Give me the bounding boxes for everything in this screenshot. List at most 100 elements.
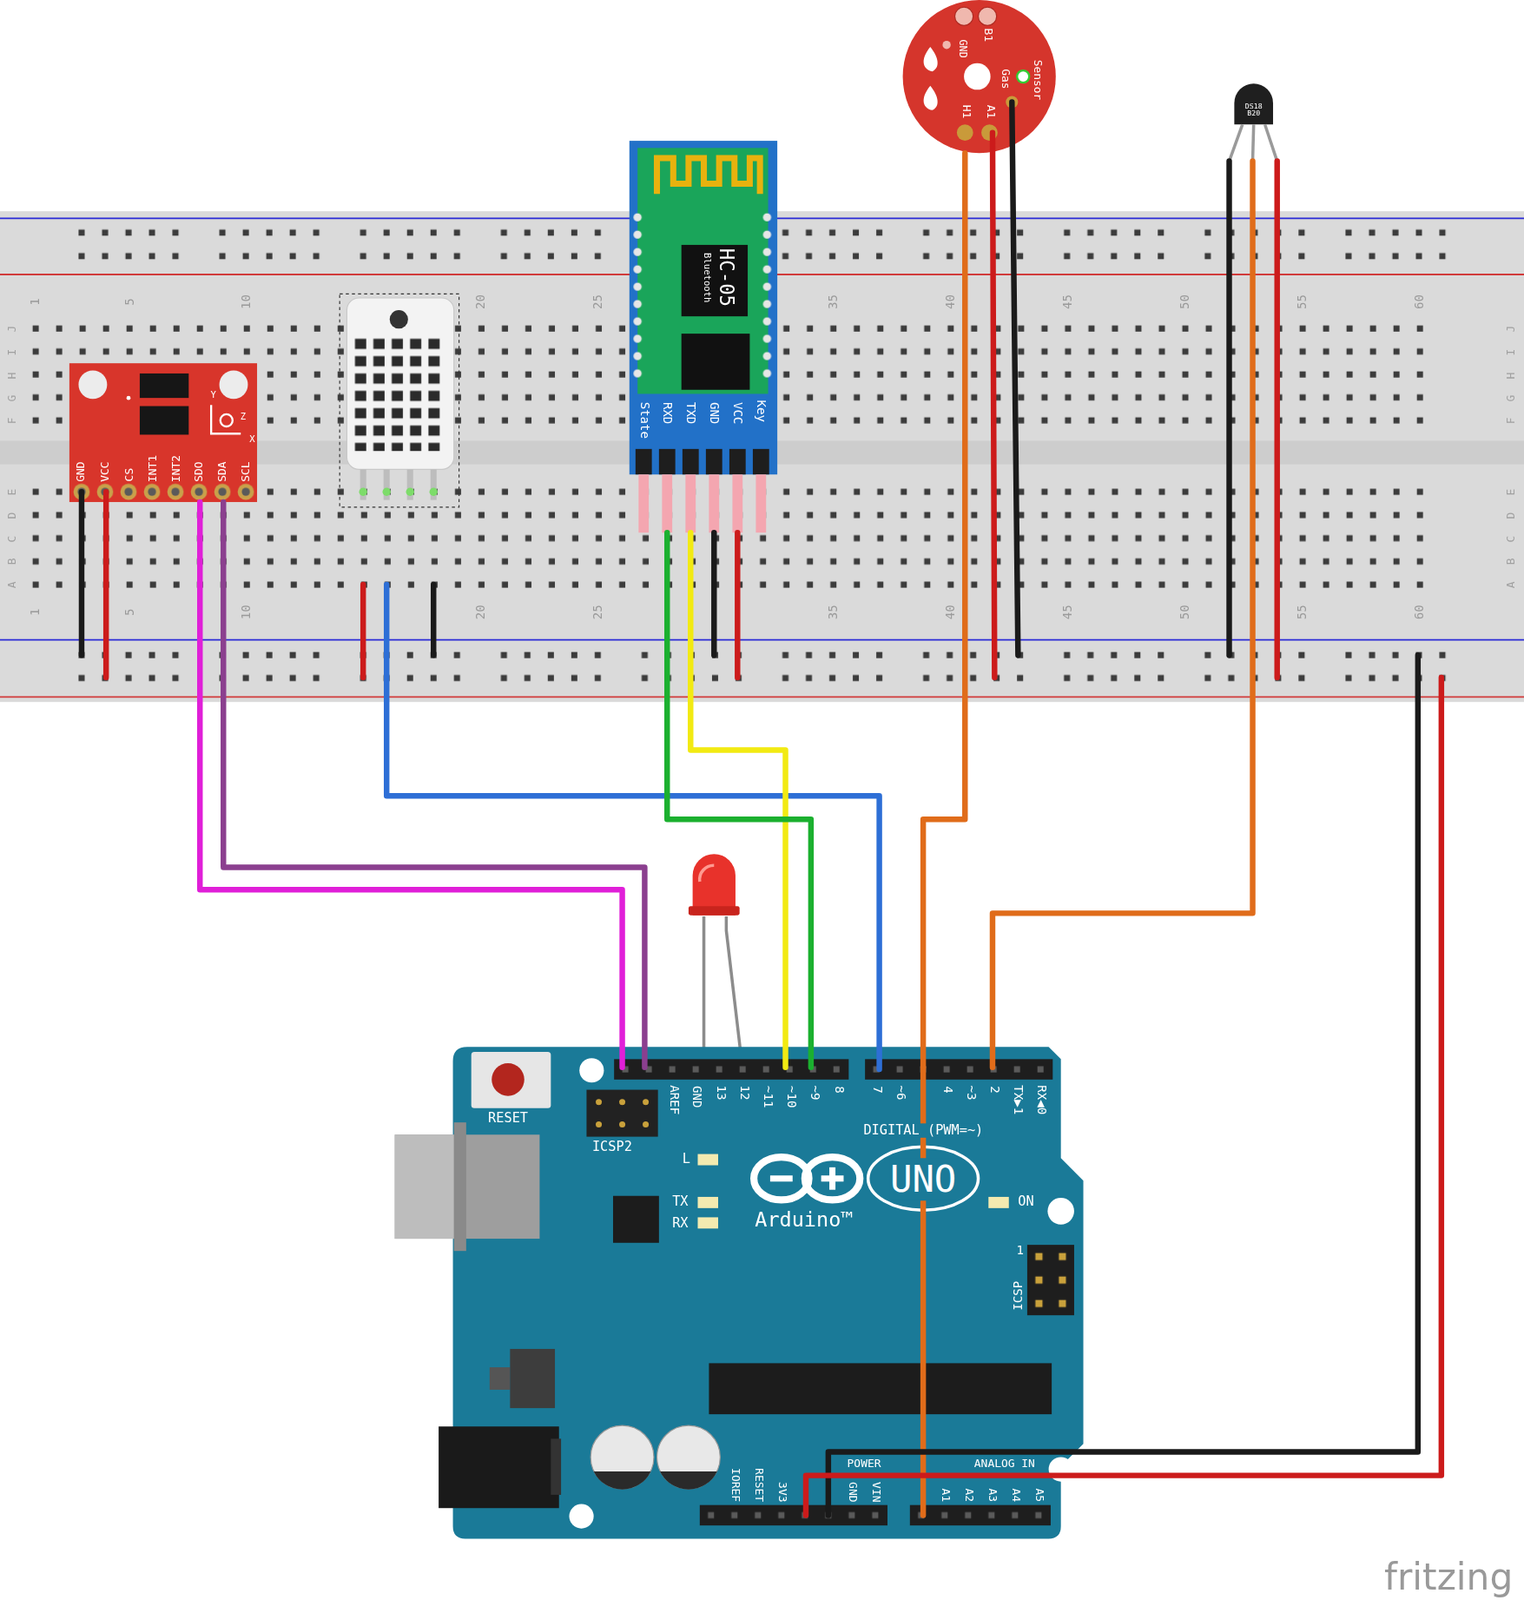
- pin-label: GND: [706, 402, 721, 424]
- pin-label: SDO: [193, 461, 207, 482]
- pin-label: VCC: [730, 402, 745, 424]
- breadboard: [70, 643, 1478, 690]
- column-number: 35: [826, 604, 841, 620]
- breadboard: [0, 695, 1524, 698]
- arduino-illustration: [619, 1098, 626, 1105]
- arduino-illustration: [988, 1196, 1009, 1208]
- board-label: 7: [869, 1085, 884, 1093]
- temperature-sensor-illustration: [1233, 83, 1274, 125]
- column-number: 5: [122, 607, 137, 615]
- bluetooth-illustration: [708, 474, 720, 533]
- humidity-sensor: [358, 488, 367, 496]
- pin-label: State: [636, 402, 651, 439]
- board-label: POWER: [847, 1457, 882, 1471]
- led-illustration: [699, 864, 715, 882]
- accelerometer-illustration: [139, 406, 189, 436]
- board-label: ICSP2: [592, 1139, 633, 1155]
- gas-sensor-illustration: [923, 85, 938, 111]
- axis-label: X: [249, 433, 255, 444]
- arduino-illustration: [659, 1471, 718, 1490]
- bluetooth-illustration: [729, 448, 746, 475]
- arduino-illustration: [1047, 1197, 1075, 1225]
- humidity-sensor: [352, 335, 445, 451]
- pin-label: H1: [958, 104, 972, 119]
- board-label: 1: [1016, 1243, 1024, 1258]
- signal-wire: [199, 501, 622, 1068]
- jumper-wires: [430, 584, 436, 655]
- axis-label: Y: [211, 389, 217, 401]
- column-number: 20: [475, 604, 489, 620]
- pin-label: B1: [980, 27, 994, 42]
- accelerometer-illustration: [69, 362, 258, 502]
- row-letter: J: [1504, 324, 1518, 332]
- gas-sensor-illustration: [942, 40, 951, 49]
- arduino-illustration: [642, 1098, 649, 1105]
- row-letter: B: [5, 557, 19, 565]
- board-label: ~9: [807, 1084, 822, 1100]
- bluetooth-illustration: [629, 140, 778, 475]
- board-label: A2: [962, 1487, 976, 1502]
- column-number: 5: [122, 297, 137, 305]
- arduino-illustration: [489, 1366, 510, 1390]
- row-letter: H: [1504, 371, 1518, 379]
- column-number: 60: [1412, 294, 1427, 310]
- board-label: RESET: [751, 1467, 765, 1502]
- arduino-illustration: [579, 1057, 604, 1082]
- signal-wire: [666, 532, 812, 1068]
- humidity-sensor: [382, 488, 391, 496]
- gas-sensor-illustration: [903, 0, 1056, 153]
- bluetooth-illustration: [635, 448, 653, 475]
- pin-label: Sensor: [1030, 59, 1044, 100]
- column-number: 1: [28, 297, 43, 305]
- accelerometer-illustration: [219, 369, 249, 399]
- accelerometer-illustration: [211, 404, 241, 434]
- board-label: L: [682, 1151, 691, 1168]
- board-label: RX: [672, 1215, 688, 1232]
- row-letter: C: [1504, 534, 1518, 542]
- row-letter: G: [1504, 394, 1518, 402]
- arduino-illustration: [613, 1195, 660, 1243]
- accelerometer-illustration: [139, 373, 189, 398]
- pin-label: RXD: [659, 402, 674, 424]
- bluetooth-illustration: [681, 244, 748, 317]
- pin-label: A1: [983, 104, 997, 119]
- gas-sensor-illustration: [903, 0, 1056, 153]
- arduino-illustration: [471, 1051, 552, 1109]
- humidity-sensor: [389, 310, 409, 329]
- bluetooth-module: HC-05BluetoothStateRXDTXDGNDVCCKey: [629, 140, 778, 533]
- arduino-illustration: [1027, 1244, 1075, 1315]
- pin-label: GND: [74, 461, 88, 482]
- row-letter: I: [1504, 348, 1518, 356]
- board-label: VIN: [868, 1481, 882, 1502]
- arduino-illustration: [753, 1156, 809, 1200]
- arduino-board: RESETICSP2AREFGND1312~11~10~987~64~32TX▶…: [453, 1067, 1084, 1539]
- bluetooth-illustration: [657, 158, 761, 194]
- board-label: 8: [830, 1085, 845, 1093]
- accelerometer-illustration: [70, 481, 258, 502]
- row-letter: G: [5, 394, 19, 402]
- row-letter: A: [5, 580, 19, 588]
- breadboard: [0, 639, 1524, 641]
- row-letter: I: [5, 348, 19, 356]
- board-label: 2: [986, 1085, 1001, 1093]
- signal-wire: [223, 501, 645, 1068]
- pin-label: CS: [123, 467, 137, 482]
- jumper-wires: [79, 491, 85, 655]
- column-number: 45: [1061, 294, 1076, 310]
- jumper-wires: [360, 584, 366, 678]
- humidity-sensor: [339, 293, 459, 508]
- jumper-wires: [828, 654, 1419, 1515]
- bluetooth-illustration: [638, 474, 649, 533]
- arduino-illustration: [829, 1167, 836, 1190]
- gas-sensor-illustration: [963, 63, 991, 91]
- pin-label: TXD: [683, 402, 698, 424]
- arduino-illustration: [491, 1062, 525, 1096]
- pin-label: INT1: [145, 454, 159, 482]
- arduino-illustration: [864, 1058, 1053, 1079]
- gas-sensor-illustration: [955, 6, 974, 26]
- board-label: IOREF: [727, 1467, 741, 1502]
- arduino-illustration: [910, 1504, 1051, 1525]
- bluetooth-illustration: [681, 333, 751, 390]
- arduino-illustration: [699, 1504, 888, 1525]
